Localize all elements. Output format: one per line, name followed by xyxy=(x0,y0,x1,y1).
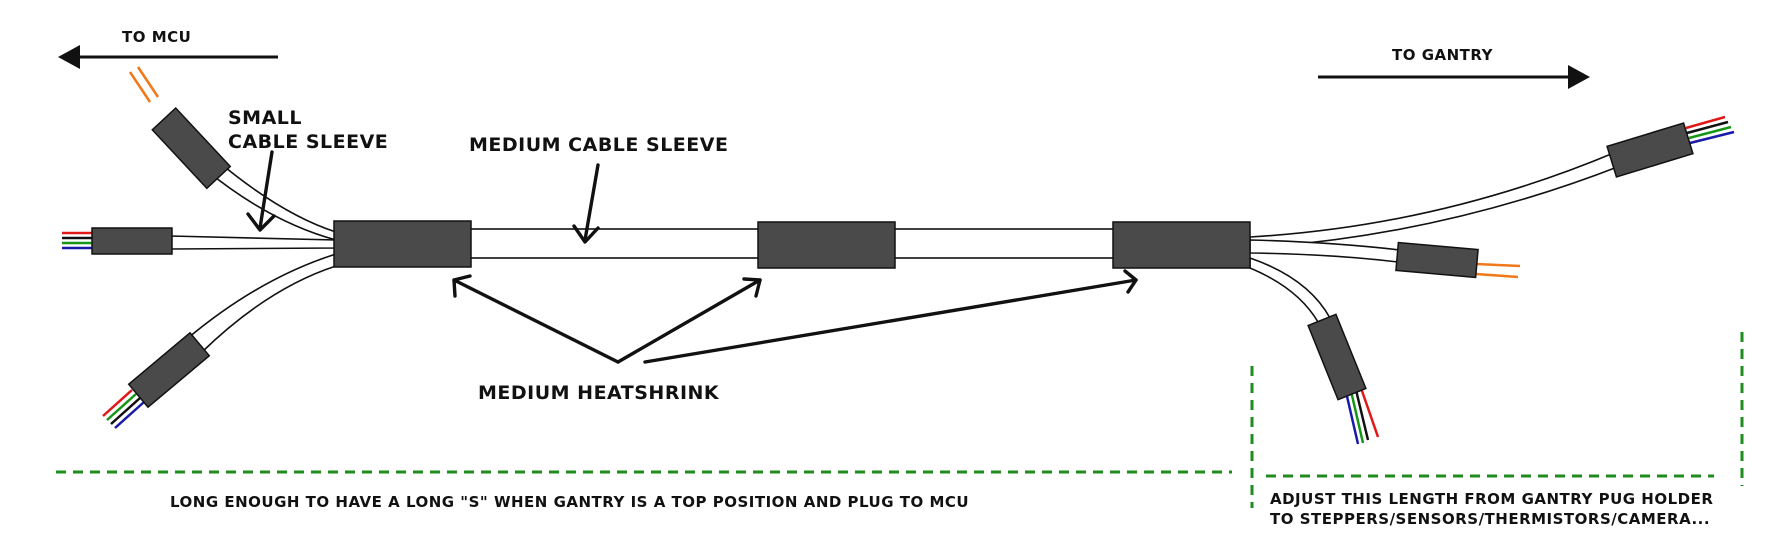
to-gantry-label: TO GANTRY xyxy=(1392,46,1494,64)
wires-left-bottom xyxy=(102,389,145,429)
medium-sleeve-segment-1 xyxy=(469,228,761,259)
heatshrink-pointer-left xyxy=(452,274,620,364)
wires-left-middle xyxy=(62,231,92,250)
to-gantry-arrow xyxy=(1318,65,1590,89)
medium-heatshrink-label: MEDIUM HEATSHRINK xyxy=(478,382,720,404)
heatshrink-right xyxy=(1112,221,1251,269)
small-sleeve-bottom-branch xyxy=(186,252,337,354)
small-sleeve-label-line1: SMALL xyxy=(228,107,302,129)
connector-left-middle xyxy=(91,227,173,255)
sleeve-right-top-branch xyxy=(1249,150,1621,249)
connector-left-bottom xyxy=(127,331,211,409)
heatshrink-middle xyxy=(757,221,896,269)
connector-right-middle xyxy=(1395,241,1479,279)
small-sleeve-middle-branch xyxy=(169,235,337,250)
heatshrink-pointer-middle xyxy=(616,277,762,364)
small-sleeve-pointer xyxy=(246,150,276,232)
connector-left-top xyxy=(151,106,232,190)
connector-right-top xyxy=(1606,122,1694,178)
small-sleeve-label-line2: CABLE SLEEVE xyxy=(228,131,388,153)
sleeve-right-middle-branch xyxy=(1249,239,1401,263)
adjust-length-note-line1: ADJUST THIS LENGTH FROM GANTRY PUG HOLDE… xyxy=(1270,490,1713,508)
connector-right-bottom xyxy=(1307,313,1367,401)
medium-sleeve-label: MEDIUM CABLE SLEEVE xyxy=(469,134,728,156)
medium-sleeve-pointer xyxy=(572,163,600,244)
wires-left-orange-top xyxy=(128,66,160,103)
wires-right-orange xyxy=(1475,262,1521,279)
long-length-note: LONG ENOUGH TO HAVE A LONG "S" WHEN GANT… xyxy=(170,493,969,511)
heatshrink-left xyxy=(333,220,472,268)
to-mcu-label: TO MCU xyxy=(122,28,191,46)
medium-sleeve-segment-2 xyxy=(892,228,1116,259)
sleeve-right-bottom-branch xyxy=(1249,256,1332,323)
to-mcu-arrow xyxy=(58,45,278,69)
adjust-length-note-line2: TO STEPPERS/SENSORS/THERMISTORS/CAMERA..… xyxy=(1270,510,1710,528)
wires-right-bottom xyxy=(1344,387,1380,445)
heatshrink-pointer-right xyxy=(643,269,1138,364)
wires-right-top xyxy=(1685,115,1735,145)
